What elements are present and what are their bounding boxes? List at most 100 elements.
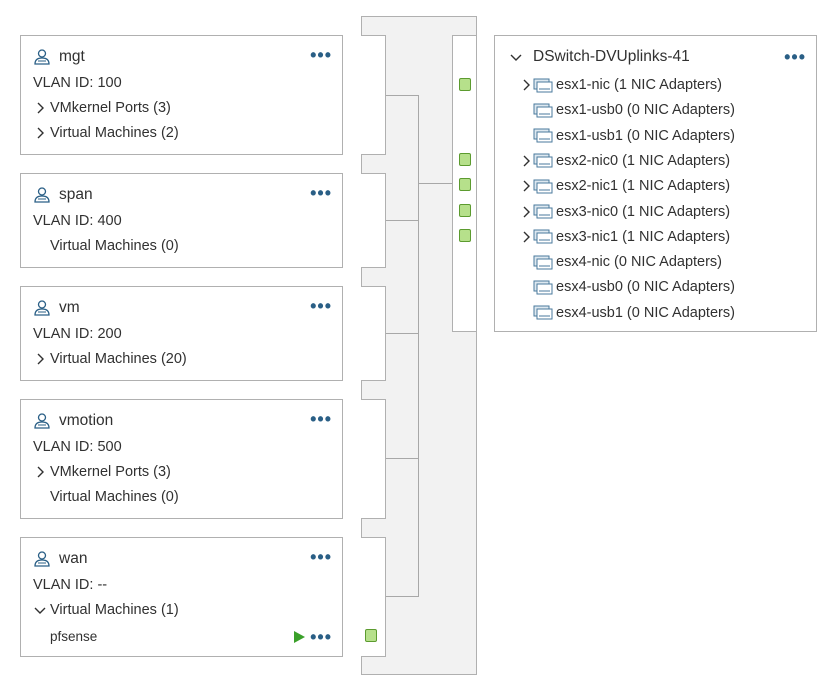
- uplink-group-header[interactable]: DSwitch-DVUplinks-41: [509, 48, 690, 66]
- connector-line: [386, 596, 419, 597]
- vlan-id: VLAN ID: 500: [33, 439, 122, 455]
- tree-row-label: VMkernel Ports (3): [50, 100, 171, 116]
- chevron-right-icon[interactable]: [33, 352, 47, 366]
- chevron-right-icon[interactable]: [33, 465, 47, 479]
- more-actions-button[interactable]: •••: [310, 45, 332, 65]
- nic-icon-wrap: [533, 128, 556, 143]
- uplink-item[interactable]: esx2-nic1 (1 NIC Adapters): [519, 178, 730, 194]
- uplink-port[interactable]: [459, 204, 471, 217]
- expander-spacer: [519, 306, 533, 320]
- chevron-right-icon[interactable]: [519, 179, 533, 193]
- nic-icon-wrap: [533, 305, 556, 320]
- portgroup-name[interactable]: wan: [59, 550, 88, 567]
- nic-adapter-icon: [533, 153, 553, 168]
- nic-icon-wrap: [533, 103, 556, 118]
- portgroup-stub-vmotion: [361, 399, 386, 519]
- uplink-port[interactable]: [459, 178, 471, 191]
- tree-row-virtual-machines: Virtual Machines (0): [33, 489, 179, 505]
- connector-line: [386, 458, 419, 459]
- chevron-right-icon[interactable]: [33, 126, 47, 140]
- connector-line: [386, 220, 419, 221]
- uplink-port[interactable]: [459, 229, 471, 242]
- expander-spacer: [519, 129, 533, 143]
- connector-trunk: [418, 95, 419, 597]
- uplink-item-label: esx2-nic0 (1 NIC Adapters): [556, 152, 731, 169]
- tree-row-virtual-machines[interactable]: Virtual Machines (2): [33, 125, 179, 141]
- portgroup-stub-vm: [361, 286, 386, 381]
- vm-more-actions-button[interactable]: •••: [310, 627, 332, 647]
- nic-adapter-icon: [533, 179, 553, 194]
- chevron-right-icon[interactable]: [33, 101, 47, 115]
- uplink-port[interactable]: [459, 78, 471, 91]
- portgroup-icon: [34, 413, 50, 429]
- tree-row-vmkernel-ports[interactable]: VMkernel Ports (3): [33, 100, 171, 116]
- portgroup-icon: [34, 49, 50, 65]
- more-actions-button[interactable]: •••: [310, 296, 332, 316]
- portgroup-icon: [34, 187, 50, 203]
- uplink-group-panel: DSwitch-DVUplinks-41 ••• esx1-nic (1 NIC…: [494, 35, 817, 332]
- vm-item-pfsense[interactable]: pfsense: [50, 629, 98, 644]
- uplink-item[interactable]: esx4-usb1 (0 NIC Adapters): [519, 305, 735, 321]
- vlan-id: VLAN ID: --: [33, 577, 108, 593]
- portgroup-stub-span: [361, 173, 386, 268]
- tree-row-virtual-machines[interactable]: Virtual Machines (20): [33, 351, 187, 367]
- uplink-item[interactable]: esx1-usb1 (0 NIC Adapters): [519, 128, 735, 144]
- expander-spacer: [519, 280, 533, 294]
- chevron-right-icon[interactable]: [519, 78, 533, 92]
- portgroup-name[interactable]: mgt: [59, 48, 85, 65]
- more-actions-button[interactable]: •••: [784, 47, 806, 67]
- portgroup-card-wan: wan ••• VLAN ID: -- Virtual Machines (1)…: [20, 537, 343, 657]
- chevron-right-icon[interactable]: [519, 205, 533, 219]
- uplink-item-label: esx3-nic0 (1 NIC Adapters): [556, 203, 731, 220]
- portgroup-name[interactable]: span: [59, 186, 93, 203]
- portgroup-card-span: span ••• VLAN ID: 400 Virtual Machines (…: [20, 173, 343, 268]
- tree-row-vmkernel-ports[interactable]: VMkernel Ports (3): [33, 464, 171, 480]
- uplink-item-label: esx4-usb0 (0 NIC Adapters): [556, 279, 735, 296]
- more-actions-button[interactable]: •••: [310, 409, 332, 429]
- connector-line: [386, 333, 419, 334]
- tree-row-label: VMkernel Ports (3): [50, 464, 171, 480]
- uplink-item[interactable]: esx1-usb0 (0 NIC Adapters): [519, 102, 735, 118]
- uplink-item[interactable]: esx3-nic1 (1 NIC Adapters): [519, 229, 730, 245]
- nic-adapter-icon: [533, 280, 553, 295]
- chevron-down-icon[interactable]: [509, 50, 523, 64]
- portgroup-name[interactable]: vmotion: [59, 412, 114, 429]
- chevron-right-icon[interactable]: [519, 154, 533, 168]
- nic-adapter-icon: [533, 204, 553, 219]
- expander-spacer: [519, 255, 533, 269]
- tree-row-virtual-machines: Virtual Machines (0): [33, 238, 179, 254]
- uplink-item-label: esx2-nic1 (1 NIC Adapters): [556, 178, 731, 195]
- nic-adapter-icon: [533, 78, 553, 92]
- portgroup-card-vm: vm ••• VLAN ID: 200 Virtual Machines (20…: [20, 286, 343, 381]
- portgroup-icon: [34, 551, 50, 567]
- expander-spacer: [519, 103, 533, 117]
- uplink-item[interactable]: esx3-nic0 (1 NIC Adapters): [519, 204, 730, 220]
- nic-icon-wrap: [533, 78, 556, 93]
- more-actions-button[interactable]: •••: [310, 547, 332, 567]
- nic-adapter-icon: [533, 128, 553, 143]
- uplink-item[interactable]: esx2-nic0 (1 NIC Adapters): [519, 153, 730, 169]
- uplink-group-title[interactable]: DSwitch-DVUplinks-41: [533, 48, 690, 65]
- uplink-item[interactable]: esx4-usb0 (0 NIC Adapters): [519, 279, 735, 295]
- vm-port[interactable]: [365, 629, 377, 642]
- uplink-port[interactable]: [459, 153, 471, 166]
- uplink-item[interactable]: esx4-nic (0 NIC Adapters): [519, 254, 722, 270]
- uplink-item-label: esx1-nic (1 NIC Adapters): [556, 77, 723, 93]
- portgroup-name[interactable]: vm: [59, 299, 80, 316]
- portgroup-card-mgt: mgt ••• VLAN ID: 100 VMkernel Ports (3) …: [20, 35, 343, 155]
- nic-icon-wrap: [533, 255, 556, 270]
- uplink-item[interactable]: esx1-nic (1 NIC Adapters): [519, 77, 722, 93]
- chevron-right-icon[interactable]: [519, 230, 533, 244]
- portgroup-stub-mgt: [361, 35, 386, 155]
- connector-line: [386, 95, 419, 96]
- chevron-down-icon[interactable]: [33, 603, 47, 617]
- more-actions-button[interactable]: •••: [310, 183, 332, 203]
- uplink-item-label: esx1-usb1 (0 NIC Adapters): [556, 127, 735, 144]
- uplink-item-label: esx3-nic1 (1 NIC Adapters): [556, 228, 731, 245]
- nic-icon-wrap: [533, 204, 556, 219]
- nic-adapter-icon: [533, 305, 553, 320]
- tree-row-virtual-machines[interactable]: Virtual Machines (1): [33, 602, 179, 618]
- tree-row-label: Virtual Machines (1): [50, 602, 179, 618]
- vlan-id: VLAN ID: 200: [33, 326, 122, 342]
- nic-icon-wrap: [533, 153, 556, 168]
